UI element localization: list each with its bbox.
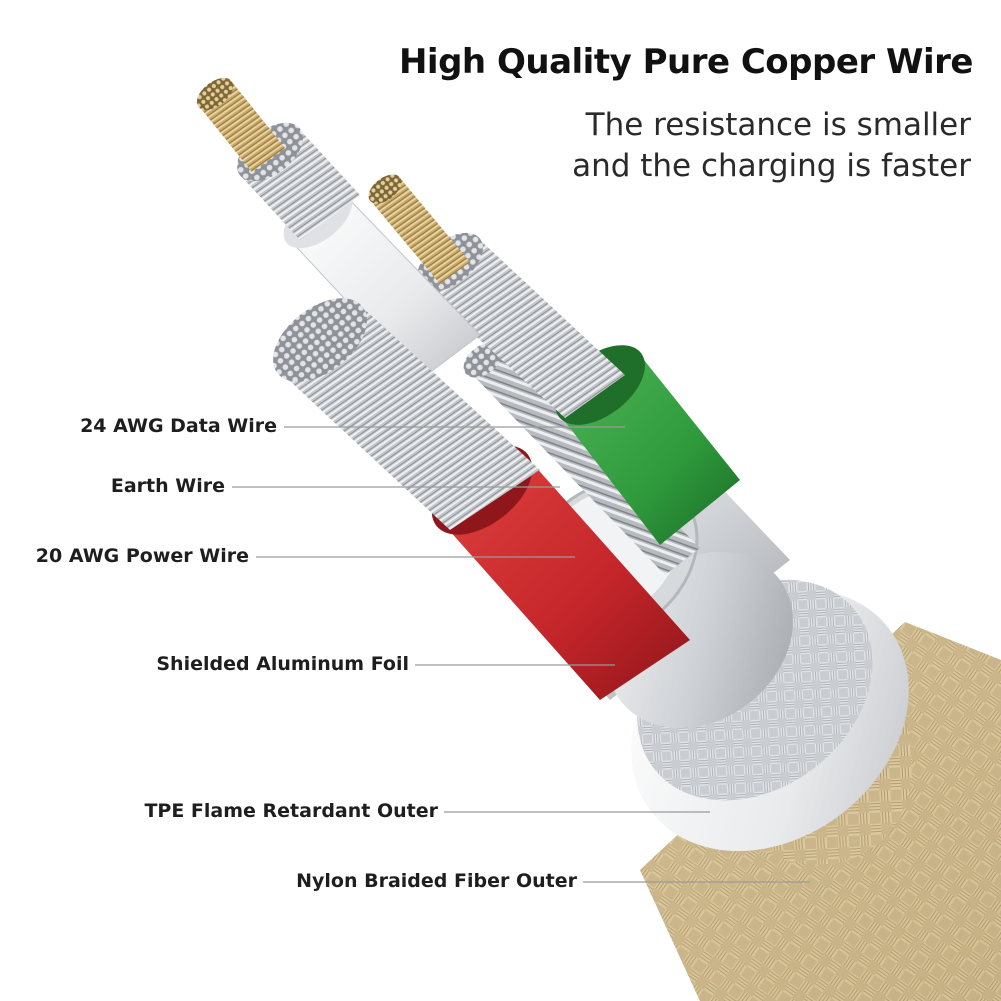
headline: High Quality Pure Copper Wire xyxy=(398,42,974,82)
label-foil: Shielded Aluminum Foil xyxy=(156,653,409,675)
subtitle-line-2: and the charging is faster xyxy=(572,148,971,184)
label-power-wire: 20 AWG Power Wire xyxy=(35,545,249,567)
subtitle-line-1: The resistance is smaller xyxy=(585,107,971,143)
label-earth-wire: Earth Wire xyxy=(110,475,225,497)
label-nylon-outer: Nylon Braided Fiber Outer xyxy=(296,870,577,892)
label-tpe-outer: TPE Flame Retardant Outer xyxy=(144,800,438,822)
leader-lines xyxy=(232,426,810,883)
label-data-wire: 24 AWG Data Wire xyxy=(80,415,277,437)
